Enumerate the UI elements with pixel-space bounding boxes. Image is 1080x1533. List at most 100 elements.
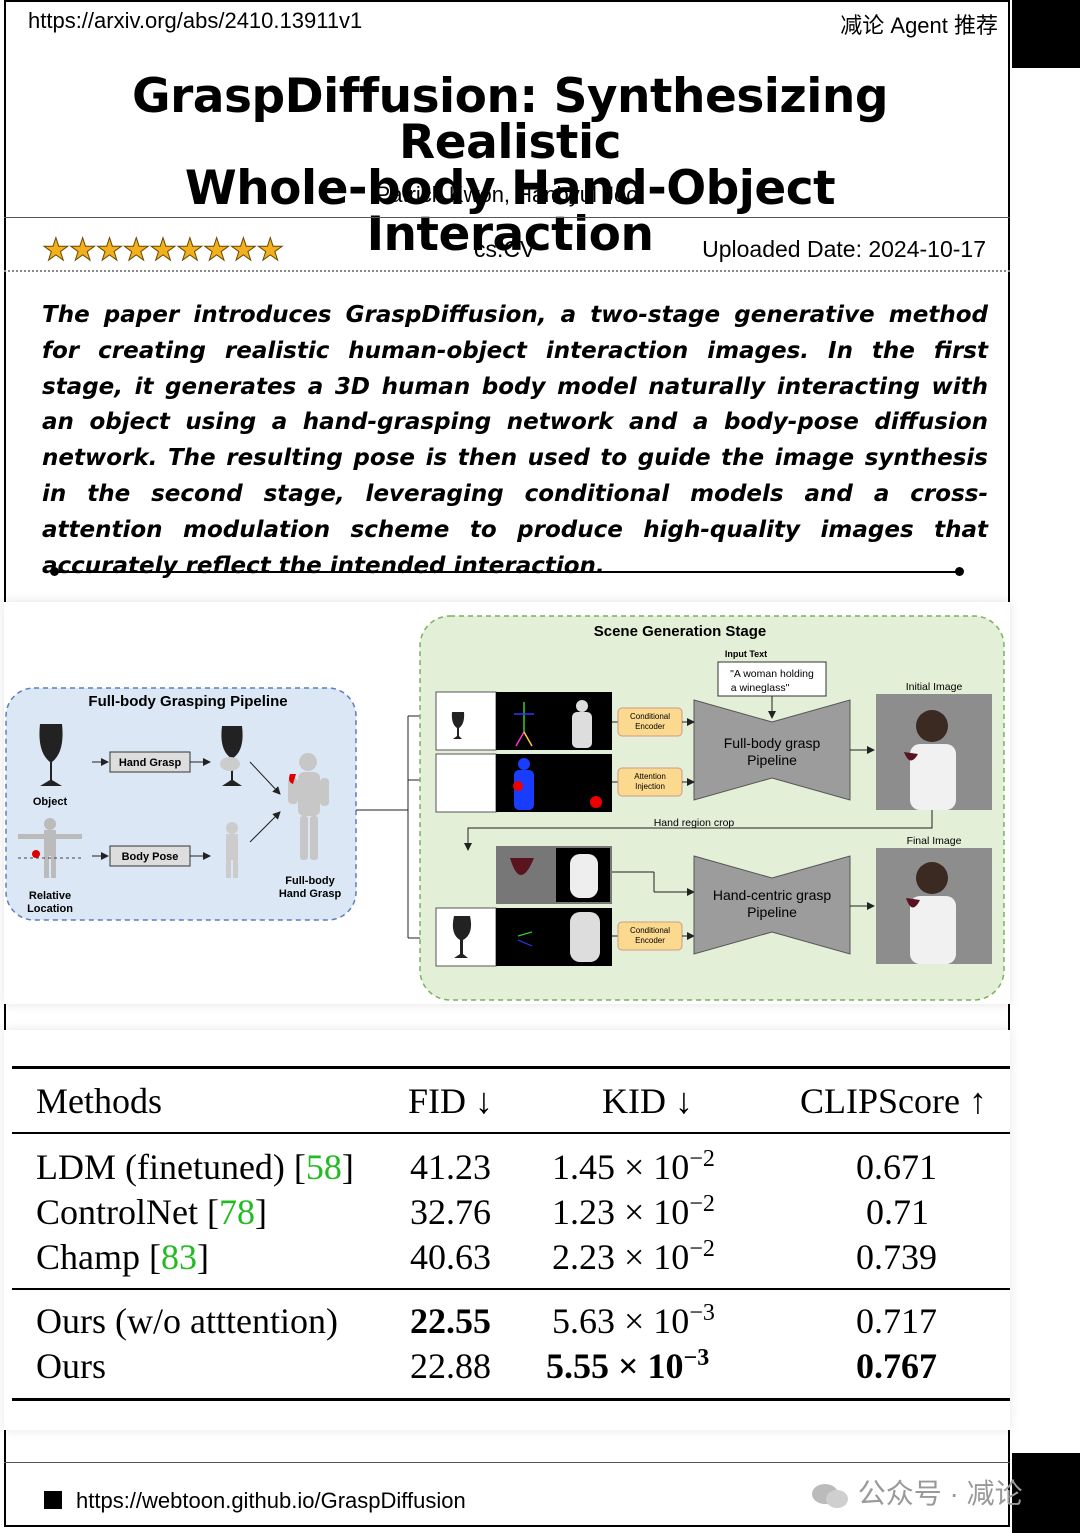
paper-title: GraspDiffusion: Synthesizing Realistic W… <box>40 69 980 262</box>
posed-body-icon <box>226 822 238 878</box>
hand-skeleton-icon <box>517 931 533 947</box>
handcentric-pipeline-shape <box>693 855 851 955</box>
table-header-rule <box>12 1132 1010 1134</box>
separator-line <box>54 571 960 573</box>
row-clip: 0.717 <box>856 1301 937 1341</box>
corner-block-bottom <box>1012 1453 1080 1533</box>
pipeline-diagram: Full-body Grasping Pipeline Object Relat… <box>5 615 1005 1001</box>
right-panel-title: Scene Generation Stage <box>594 623 767 640</box>
citation-link[interactable]: 78 <box>218 1192 255 1232</box>
segmentation-body-icon <box>514 758 534 810</box>
left-panel <box>5 687 357 921</box>
skeleton-lines-icon <box>514 702 534 747</box>
fullbody-pipeline-line-1: Full-body grasp <box>724 735 821 751</box>
separator-dot-right <box>955 567 964 576</box>
header-fid: FID ↓ <box>408 1081 494 1121</box>
wechat-icon <box>810 1482 850 1510</box>
divider <box>4 217 1010 218</box>
row-fid: 40.63 <box>410 1237 491 1277</box>
citation-link[interactable]: 58 <box>305 1147 342 1187</box>
body-skeleton-icon <box>18 818 82 878</box>
row-kid: 2.23 × 10−2 <box>552 1236 715 1277</box>
header-clipscore: CLIPScore ↑ <box>800 1081 987 1121</box>
citation-link[interactable]: 83 <box>160 1237 197 1277</box>
left-panel-title: Full-body Grasping Pipeline <box>88 693 287 710</box>
title-line-2: Whole-body Hand-Object Interaction <box>184 161 836 262</box>
body-pose-label: Body Pose <box>122 851 179 863</box>
table-top-rule <box>12 1066 1010 1069</box>
row-method: Ours (w/o atttention) <box>36 1301 338 1341</box>
arxiv-url[interactable]: https://arxiv.org/abs/2410.13911v1 <box>28 8 363 33</box>
handcentric-pipeline-line-1: Hand-centric grasp <box>713 887 831 903</box>
footer-divider <box>4 1462 1010 1463</box>
row-clip: 0.739 <box>856 1237 937 1277</box>
fullbody-pipeline-shape <box>693 699 851 801</box>
encoder-2-line-1: Conditional <box>630 926 670 935</box>
final-image-label: Final Image <box>907 835 962 847</box>
fullbody-label-2: Hand Grasp <box>279 888 342 900</box>
row-clip: 0.71 <box>866 1192 929 1232</box>
table-mid-rule <box>12 1288 1010 1290</box>
rating-stars: ★★★★★★★★★ <box>41 232 284 268</box>
corner-block-top <box>1012 0 1080 68</box>
fullbody-label-1: Full-body <box>285 875 335 887</box>
brand-label: 减论 Agent 推荐 <box>840 13 998 38</box>
encoder-2-line-2: Encoder <box>635 936 665 945</box>
encoder-1-line-2: Encoder <box>635 722 665 731</box>
segmentation-hand-marker-2 <box>590 796 602 808</box>
depth-body-icon <box>572 700 592 748</box>
category-tag: cs.CV <box>474 236 536 262</box>
row-method: Ours <box>36 1346 106 1386</box>
abstract: The paper introduces GraspDiffusion, a t… <box>42 302 988 579</box>
attention-line-1: Attention <box>634 772 666 781</box>
row-kid: 5.55 × 10−3 <box>546 1345 710 1386</box>
input-text-label: Input Text <box>725 649 767 659</box>
attention-line-2: Injection <box>635 782 665 791</box>
segmentation-hand-marker <box>513 781 523 791</box>
project-url[interactable]: https://webtoon.github.io/GraspDiffusion <box>76 1488 466 1513</box>
table-bottom-rule <box>12 1398 1010 1401</box>
row-method: LDM (finetuned) [58] <box>36 1147 354 1187</box>
authors: Patrick Kwon, Hanbyul Joo <box>375 182 639 207</box>
watermark-text: 公众号 · 减论 <box>857 1478 1023 1509</box>
row-kid: 5.63 × 10−3 <box>552 1300 715 1341</box>
wineglass-icon <box>39 724 63 786</box>
row-fid: 22.55 <box>410 1301 491 1341</box>
input-text-line-1: "A woman holding <box>730 668 814 680</box>
thumb-glass-icon <box>451 712 465 739</box>
fullbody-mesh-icon <box>288 753 329 860</box>
object-label: Object <box>33 796 68 808</box>
row-fid: 32.76 <box>410 1192 491 1232</box>
fullbody-glass-marker <box>289 774 296 784</box>
relative-location-marker <box>32 850 40 858</box>
row-clip: 0.671 <box>856 1147 937 1187</box>
row-method: Champ [83] <box>36 1237 209 1277</box>
upload-date: Uploaded Date: 2024-10-17 <box>702 236 986 262</box>
object-crop-thumb <box>435 691 497 751</box>
input-text-line-2: a wineglass" <box>731 682 790 694</box>
row-fid: 41.23 <box>410 1147 491 1187</box>
dotted-divider <box>4 270 1010 272</box>
row-method: ControlNet [78] <box>36 1192 267 1232</box>
watermark: 公众号 · 减论 <box>810 1472 1023 1512</box>
hand-grasp-label: Hand Grasp <box>119 757 182 769</box>
encoder-1-line-1: Conditional <box>630 712 670 721</box>
hand-region-crop-label: Hand region crop <box>654 817 735 829</box>
fullbody-pipeline-line-2: Pipeline <box>747 752 797 768</box>
empty-thumb <box>435 753 497 813</box>
handcentric-pipeline-line-2: Pipeline <box>747 904 797 920</box>
row-fid: 22.88 <box>410 1346 491 1386</box>
results-table: Methods FID ↓ KID ↓ CLIPScore ↑ LDM (fin… <box>4 1030 1010 1430</box>
relative-label-2: Location <box>27 903 73 915</box>
header-methods: Methods <box>36 1081 162 1121</box>
separator-dot-left <box>50 567 59 576</box>
grasped-glass-icon <box>220 726 243 786</box>
relative-label-1: Relative <box>29 890 71 902</box>
pose-skeleton-thumb <box>496 692 612 750</box>
row-clip: 0.767 <box>856 1346 937 1386</box>
title-line-1: GraspDiffusion: Synthesizing Realistic <box>132 69 888 170</box>
pipeline-figure: Full-body Grasping Pipeline Object Relat… <box>4 602 1010 1004</box>
header-kid: KID ↓ <box>602 1081 693 1121</box>
row-kid: 1.45 × 10−2 <box>552 1146 715 1187</box>
bullet-square-icon <box>44 1491 62 1509</box>
